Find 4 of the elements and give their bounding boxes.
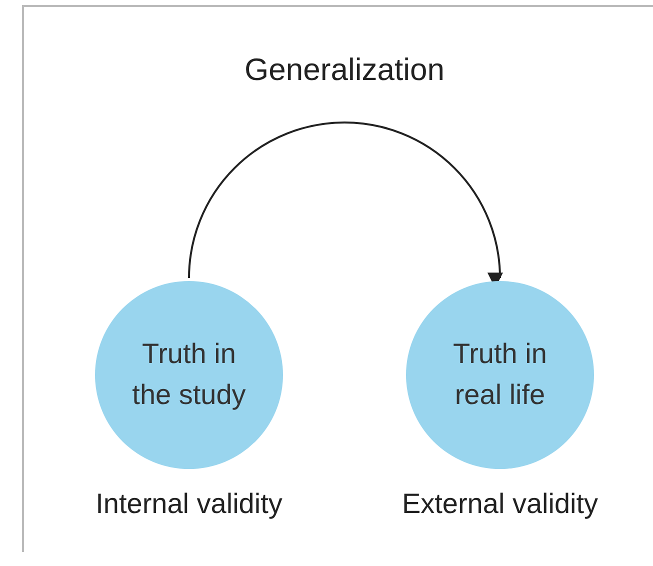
node-text: Truth in real life	[452, 337, 548, 412]
node-caption: External validity	[400, 488, 600, 520]
node-caption: Internal validity	[94, 488, 284, 520]
node-text: Truth in the study	[131, 337, 247, 412]
